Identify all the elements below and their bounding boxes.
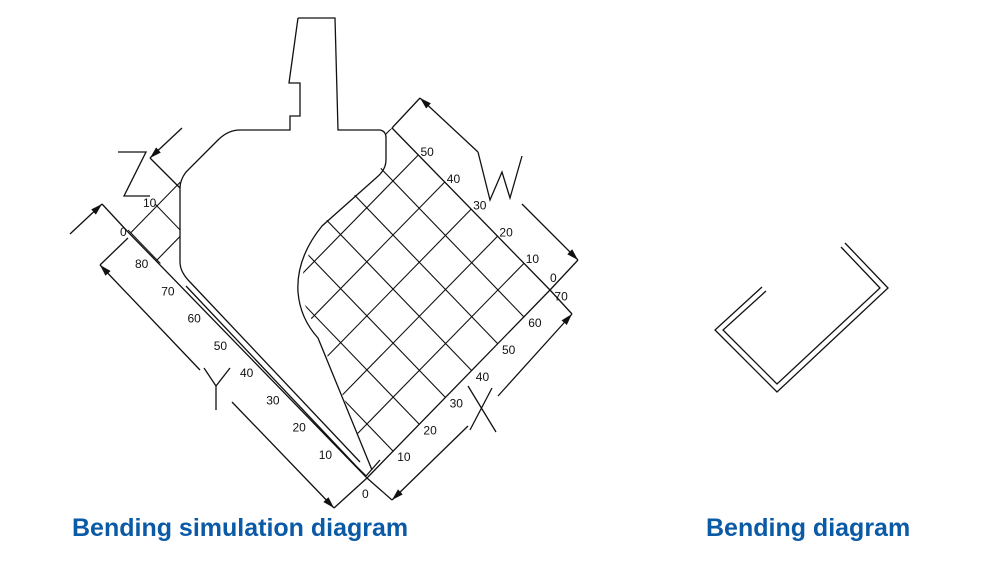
die-edge: [185, 285, 367, 477]
y-tick-label: 60: [188, 312, 202, 326]
grid-line: [210, 127, 393, 315]
w-tick-label: 0: [550, 271, 557, 285]
w-tick-label: 40: [447, 172, 461, 186]
grid-line: [262, 181, 445, 369]
y-axis-letter: [203, 367, 231, 410]
grid-line: [196, 139, 445, 398]
punch-outline: [179, 17, 387, 471]
grid-line: [183, 100, 366, 288]
x-tick-label: 30: [450, 397, 464, 411]
punch-tip: [365, 459, 381, 477]
grid-line: [288, 209, 471, 397]
grid-line: [249, 85, 498, 344]
grid-line: [275, 58, 524, 317]
grid-line: [222, 112, 471, 371]
z-tick-label: 10: [143, 196, 157, 210]
grid-line: [315, 236, 498, 424]
z-axis-letter: [118, 151, 150, 197]
x-axis-letter: [467, 385, 497, 433]
bending-diagram-caption: Bending diagram: [706, 514, 911, 542]
x-tick-label: 20: [423, 423, 437, 437]
y-tick-label: 70: [161, 284, 175, 298]
w-axis-line: [391, 127, 551, 291]
grid-line: [144, 192, 393, 451]
y-axis-line: [127, 231, 368, 479]
dimension-lines: [69, 97, 579, 509]
x-tick-label: 70: [554, 289, 568, 303]
y-tick-label: 40: [240, 366, 254, 380]
coordinate-grid: [118, 32, 551, 478]
grid-line: [131, 45, 314, 233]
bent-part-profile: [714, 242, 889, 393]
x-tick-label: 40: [476, 370, 490, 384]
grid-line: [170, 166, 419, 425]
y-tick-label: 20: [293, 421, 307, 435]
y-tick-label: 10: [319, 448, 333, 462]
w-tick-label: 50: [421, 145, 435, 159]
grid-line: [341, 263, 524, 451]
w-axis-letter: [477, 151, 523, 203]
x-axis-line: [366, 289, 551, 479]
z-tick-label: 0: [120, 225, 127, 239]
w-tick-label: 30: [473, 199, 487, 213]
grid-line: [236, 154, 419, 342]
y-tick-label: 50: [214, 339, 228, 353]
x-tick-label: 50: [502, 343, 516, 357]
y-tick-label: 30: [266, 393, 280, 407]
w-tick-label: 10: [526, 252, 540, 266]
x-tick-label: 0: [362, 487, 369, 501]
grid-line: [157, 72, 340, 260]
bending-simulation-caption: Bending simulation diagram: [72, 514, 409, 542]
y-tick-label: 80: [135, 257, 149, 271]
tick-labels: 0 10 20 30 40 50 60 70 10 20 30 40 50 60 70 80 0 10 20 30 40…: [120, 145, 568, 501]
x-tick-label: 10: [397, 450, 411, 464]
w-tick-label: 20: [499, 225, 513, 239]
x-tick-label: 60: [528, 316, 542, 330]
